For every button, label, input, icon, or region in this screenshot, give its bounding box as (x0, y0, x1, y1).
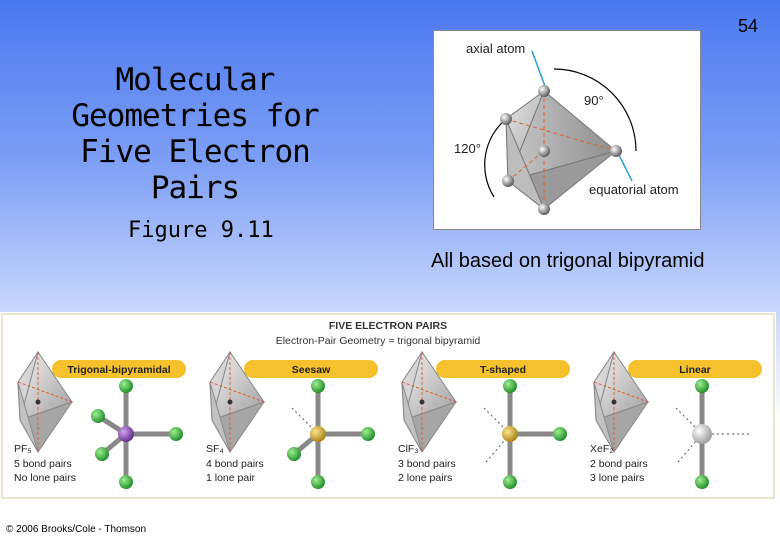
lone-pairs-label: 1 lone pair (206, 472, 256, 484)
central-atom (310, 426, 326, 442)
axis-line (17, 381, 73, 403)
figure-subheading: Electron-Pair Geometry = trigonal bipyra… (276, 335, 481, 347)
ligand-atom (169, 427, 183, 441)
ligand-atom (503, 379, 517, 393)
geometry-label: Linear (679, 364, 711, 376)
atom-ball (502, 175, 514, 187)
lone-pairs-label: 2 lone pairs (398, 472, 452, 484)
equatorial-atom-label: equatorial atom (589, 182, 679, 197)
center-dot (419, 399, 425, 405)
face (505, 118, 546, 211)
ligand-atom (695, 379, 709, 393)
ligand-atom (361, 427, 375, 441)
atom-ball (538, 203, 550, 215)
title-line: Geometries for (71, 98, 319, 134)
angle-120-label: 120° (454, 141, 481, 156)
ligand-atom (553, 427, 567, 441)
ligand-atom (287, 447, 301, 461)
atom-ball (610, 145, 622, 157)
angle-arc-90 (553, 68, 637, 152)
bond-pairs-label: 5 bond pairs (14, 458, 72, 470)
center-dot (611, 399, 617, 405)
title-line: Five Electron (80, 134, 311, 170)
ligand-atom (91, 409, 105, 423)
equatorial-pointer (617, 152, 633, 182)
geometry-banner (628, 360, 762, 378)
geometry-banner (244, 360, 378, 378)
title-line: Pairs (150, 170, 240, 206)
five-pairs-drawing: FIVE ELECTRON PAIRS Electron-Pair Geomet… (1, 313, 775, 499)
lone-pairs-label: No lone pairs (14, 472, 76, 484)
angle-90-label: 90° (584, 93, 604, 108)
ligand-atom (119, 379, 133, 393)
angle-arc-120 (484, 118, 507, 198)
slide-number: 54 (737, 16, 758, 36)
formula-label: XeF₂ (590, 443, 613, 455)
geometry-label: Trigonal-bipyramidal (67, 364, 170, 376)
bipyramid-face (401, 381, 423, 453)
axis-line (401, 381, 457, 403)
axial-pointer (531, 50, 547, 90)
formula-label: ClF₃ (398, 443, 419, 455)
ligand-atom (95, 447, 109, 461)
title-line: Molecular (115, 62, 276, 98)
bipyramid-face (17, 381, 39, 453)
atom-ball (538, 85, 550, 97)
center-dot (35, 399, 41, 405)
geometry-label: T-shaped (480, 364, 526, 376)
bond-pairs-label: 4 bond pairs (206, 458, 264, 470)
bipyramid-face (593, 381, 615, 453)
ligand-atom (695, 475, 709, 489)
ligand-atom (119, 475, 133, 489)
trigonal-bipyramid-diagram: axial atom 90° 120° equatorial atom (433, 30, 701, 230)
formula-label: PF₅ (14, 443, 32, 455)
central-atom (502, 426, 518, 442)
bipyramid-drawing: axial atom 90° 120° equatorial atom (454, 41, 679, 215)
figure-heading: FIVE ELECTRON PAIRS (329, 320, 447, 332)
axis-line (209, 381, 265, 403)
ligand-atom (503, 475, 517, 489)
bond-pairs-label: 2 bond pairs (590, 458, 648, 470)
atom-ball (538, 145, 550, 157)
ligand-atom (311, 475, 325, 489)
axis-line (593, 381, 649, 403)
geometry-banner (436, 360, 570, 378)
atom-ball (500, 113, 512, 125)
formula-label: SF₄ (206, 443, 224, 455)
geometry-label: Seesaw (292, 364, 331, 376)
copyright-notice: © 2006 Brooks/Cole - Thomson (6, 524, 147, 535)
lone-pairs-label: 3 lone pairs (590, 472, 644, 484)
five-electron-pairs-figure: FIVE ELECTRON PAIRS Electron-Pair Geomet… (0, 312, 776, 500)
bipyramid-face (209, 381, 231, 453)
geometry-banner (52, 360, 186, 378)
central-atom (118, 426, 134, 442)
figure-reference: Figure 9.11 (128, 218, 274, 243)
axial-atom-label: axial atom (466, 41, 525, 56)
slide-title: Molecular Geometries for Five Electron P… (50, 62, 340, 206)
bond-pairs-label: 3 bond pairs (398, 458, 456, 470)
ligand-atom (311, 379, 325, 393)
bipyramid-note: All based on trigonal bipyramid (431, 250, 705, 272)
central-atom (692, 424, 712, 444)
center-dot (227, 399, 233, 405)
